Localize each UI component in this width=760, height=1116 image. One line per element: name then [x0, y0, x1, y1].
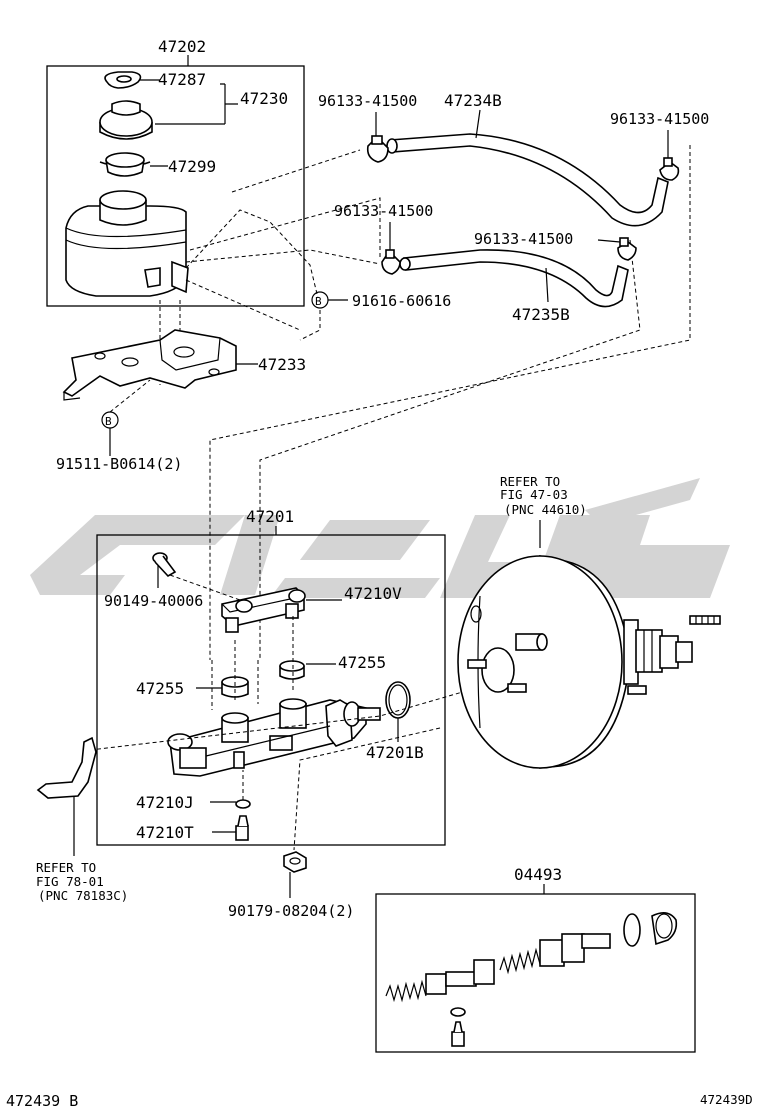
label-47299: 47299	[168, 157, 216, 176]
label-47234b: 47234B	[444, 91, 502, 110]
label-ref-bracket-2: FIG 78-01	[36, 874, 104, 889]
reservoir-section: 47202 47287 47230 47299	[46, 37, 305, 307]
label-47255-right: 47255	[338, 653, 386, 672]
label-91511: 91511-B0614(2)	[56, 455, 182, 473]
footer-right-id: 472439D	[700, 1092, 753, 1107]
cap-gasket-icon	[104, 71, 142, 89]
label-ref-bracket-3: (PNC 78183C)	[38, 888, 128, 903]
bolt-icon	[152, 552, 177, 578]
watermark-logo	[30, 478, 730, 598]
label-47210v: 47210V	[344, 584, 402, 603]
label-47235b: 47235B	[512, 305, 570, 324]
bleeder-plug-icon	[235, 815, 249, 841]
label-clip-1: 96133-41500	[318, 92, 417, 110]
label-47287: 47287	[158, 70, 206, 89]
label-47255-left: 47255	[136, 679, 184, 698]
hose-clip-icon	[659, 157, 680, 181]
footer-left-id: 472439 B	[6, 1092, 78, 1110]
pedal-bracket-icon	[36, 736, 97, 799]
grommet-icon	[279, 660, 305, 680]
nut-icon	[283, 851, 307, 873]
bleeder-cap-icon	[235, 799, 251, 809]
label-ref-booster-2: FIG 47-03	[500, 487, 568, 502]
label-clip-3: 96133-41500	[334, 202, 433, 220]
hose-clip-icon	[381, 249, 401, 275]
label-47210j: 47210J	[136, 793, 194, 812]
svg-text:B: B	[315, 295, 322, 308]
label-clip-4: 96133-41500	[474, 230, 573, 248]
label-04493: 04493	[514, 865, 562, 884]
label-47201b: 47201B	[366, 743, 424, 762]
master-cylinder-box	[96, 534, 446, 846]
master-cylinder-icon	[167, 698, 381, 777]
hose-47235b-icon	[399, 249, 629, 308]
brake-booster-icon	[457, 555, 721, 769]
strainer-icon	[99, 152, 151, 177]
grommet-icon	[221, 676, 249, 698]
hose-clip-icon	[617, 237, 637, 261]
marker-b-bottom: B	[101, 411, 119, 429]
label-clip-2: 96133-41500	[610, 110, 709, 128]
svg-text:B: B	[105, 415, 112, 428]
reservoir-box	[46, 65, 305, 307]
kit-box	[375, 893, 696, 1053]
label-91616: 91616-60616	[352, 292, 451, 310]
o-ring-icon	[385, 681, 411, 719]
marker-b-top: B	[311, 291, 329, 309]
label-47233: 47233	[258, 355, 306, 374]
label-ref-booster-1: REFER TO	[500, 474, 560, 489]
plug-assembly-icon	[221, 587, 306, 633]
label-90179: 90179-08204(2)	[228, 902, 354, 920]
reservoir-cap-icon	[99, 100, 153, 140]
label-47201: 47201	[246, 507, 294, 526]
label-47210t: 47210T	[136, 823, 194, 842]
label-ref-booster-3: (PNC 44610)	[504, 502, 587, 517]
label-90149: 90149-40006	[104, 592, 203, 610]
label-47230: 47230	[240, 89, 288, 108]
hose-clip-icon	[366, 135, 389, 163]
label-ref-bracket-1: REFER TO	[36, 860, 96, 875]
bracket-47233-icon	[62, 329, 237, 401]
repair-kit-icon	[385, 912, 678, 1047]
reservoir-tank-icon	[65, 190, 189, 297]
label-47202: 47202	[158, 37, 206, 56]
